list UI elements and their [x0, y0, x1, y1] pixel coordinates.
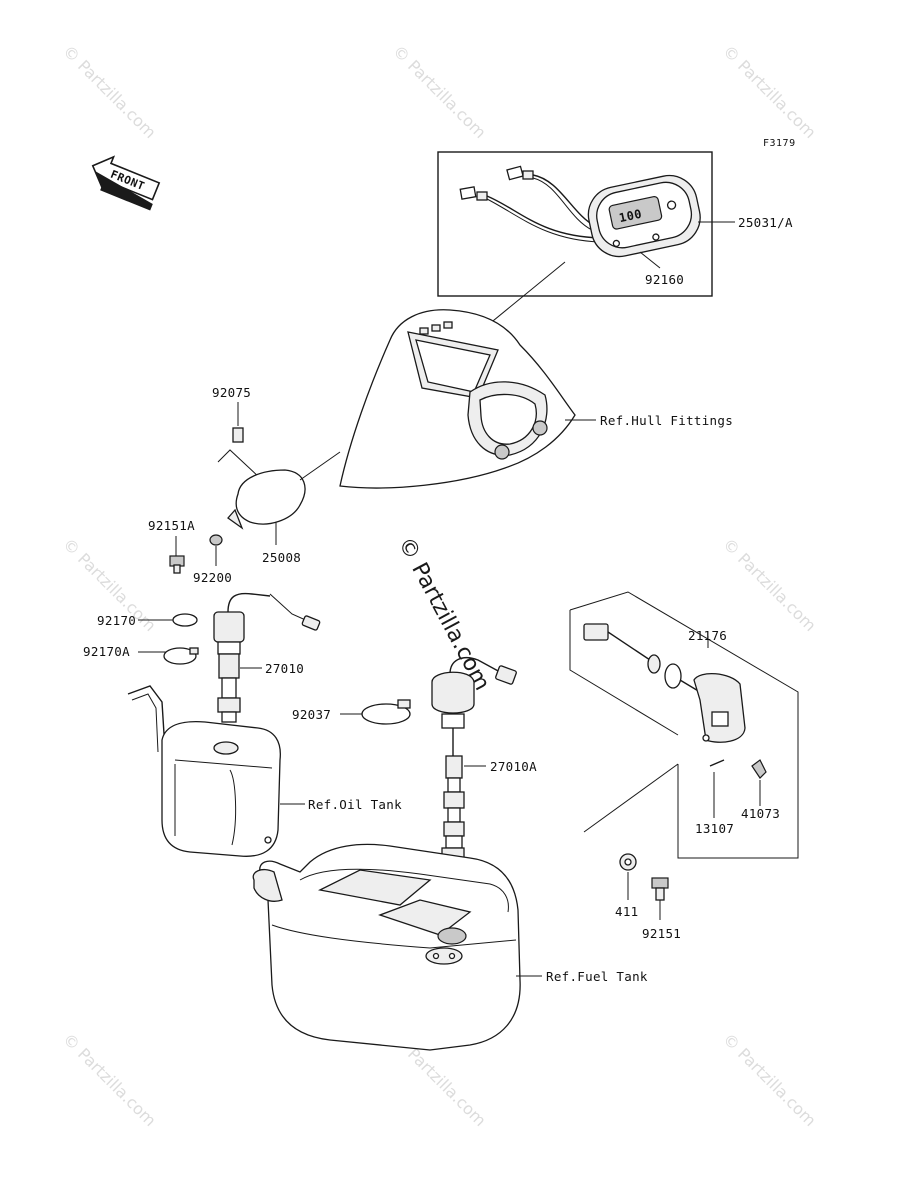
part-92170a[interactable]: 92170A	[83, 644, 130, 659]
bolt-92151-icon	[651, 877, 669, 889]
front-arrow-icon: FRONT	[91, 155, 161, 211]
part-92151[interactable]: 92151	[642, 926, 681, 941]
clamp-92037-icon	[361, 703, 411, 725]
watermark-center: © Partzilla.com	[393, 533, 495, 695]
part-27010[interactable]: 27010	[265, 661, 304, 676]
gauge-inset: 100 25031/A 92160	[437, 151, 793, 353]
pin-13107-icon	[709, 759, 725, 767]
watermark-tile-8: © Partzilla.com	[719, 1029, 820, 1130]
connector-27010a-icon	[495, 665, 517, 685]
bracket-assembly: 92075 25008 92151A 92200	[148, 385, 341, 585]
part-92075[interactable]: 92075	[212, 385, 251, 400]
ref-hull-fittings[interactable]: Ref.Hull Fittings	[600, 413, 733, 428]
oil-sensor-assembly: 27010 92170 92170A	[83, 592, 321, 723]
fuel-sensor-assembly: 92037 27010A	[292, 656, 537, 863]
fuel-tank: Ref.Fuel Tank	[252, 843, 648, 1051]
oil-tank: Ref.Oil Tank	[127, 685, 402, 857]
gauge-body: 100	[587, 174, 701, 258]
part-27010a[interactable]: 27010A	[490, 759, 537, 774]
part-41073[interactable]: 41073	[741, 806, 780, 821]
watermark-tile-1: © Partzilla.com	[59, 41, 160, 142]
part-25008[interactable]: 25008	[262, 550, 301, 565]
cable-assembly: 21176 41073 13107 411 92151	[569, 591, 799, 941]
part-13107[interactable]: 13107	[695, 821, 734, 836]
part-92170[interactable]: 92170	[97, 613, 136, 628]
diagram-code: F3179	[763, 138, 796, 149]
gauge-inset-frame	[437, 151, 713, 297]
part-411[interactable]: 411	[615, 904, 638, 919]
watermark-tile-3: © Partzilla.com	[719, 41, 820, 142]
connector-21176-icon	[583, 623, 609, 641]
clamp-92170-icon	[172, 613, 198, 627]
label-92075-icon	[232, 427, 244, 443]
watermark-tile-5: © Partzilla.com	[719, 534, 820, 635]
hull-dashboard: Ref.Hull Fittings	[339, 309, 733, 489]
part-92200[interactable]: 92200	[193, 570, 232, 585]
gauge-readout: 100	[618, 207, 644, 226]
ref-fuel-tank[interactable]: Ref.Fuel Tank	[546, 969, 648, 984]
part-92037[interactable]: 92037	[292, 707, 331, 722]
part-92160[interactable]: 92160	[645, 272, 684, 287]
watermark-tile-2: © Partzilla.com	[389, 41, 490, 142]
part-25031a[interactable]: 25031/A	[738, 215, 793, 230]
ref-oil-tank[interactable]: Ref.Oil Tank	[308, 797, 402, 812]
clamp-92170a-icon	[163, 647, 197, 665]
clip-41073-icon	[751, 759, 767, 779]
connector-27010-icon	[301, 615, 321, 631]
washer-92200-icon	[209, 534, 223, 546]
part-21176[interactable]: 21176	[688, 628, 727, 643]
watermark-tile-6: © Partzilla.com	[59, 1029, 160, 1130]
part-92151a[interactable]: 92151A	[148, 518, 195, 533]
